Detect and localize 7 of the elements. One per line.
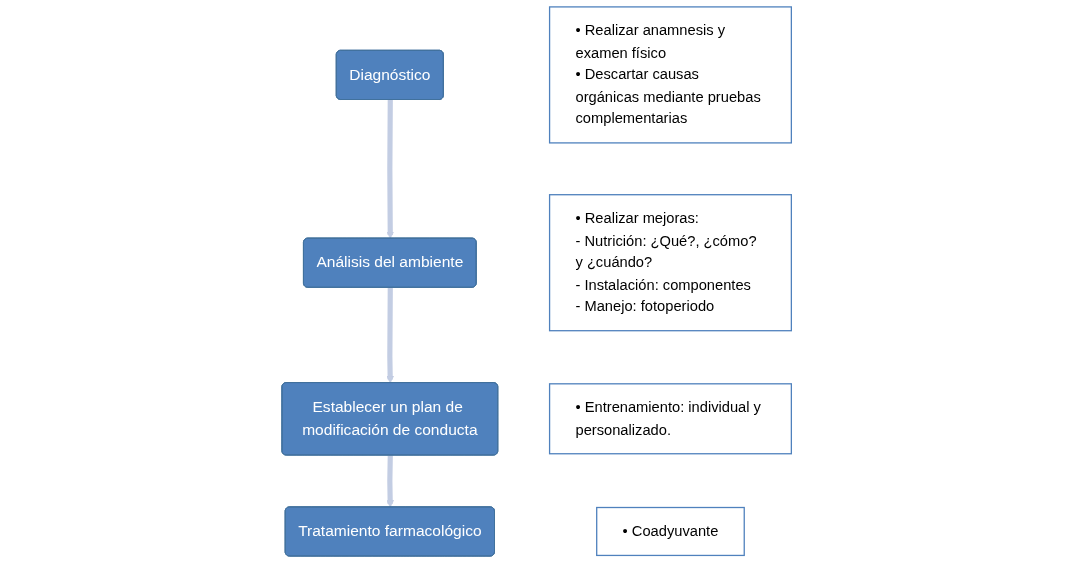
node-box: • Coadyuvante — [595, 506, 745, 557]
node-box: • Realizar mejoras: - Nutrición: ¿Qué?, ¿cómo? y ¿cuándo? - Instalación: componentes - Manejo: fotoperiodo — [548, 194, 792, 332]
node-box: • Entrenamiento: individual y personalizado. — [548, 383, 792, 455]
arrow — [386, 287, 394, 384]
arrow — [386, 455, 394, 508]
node-box: • Realizar anamnesis y examen físico • Descartar causas orgánicas mediante pruebas complementarias — [548, 6, 792, 144]
arrow — [386, 99, 394, 239]
